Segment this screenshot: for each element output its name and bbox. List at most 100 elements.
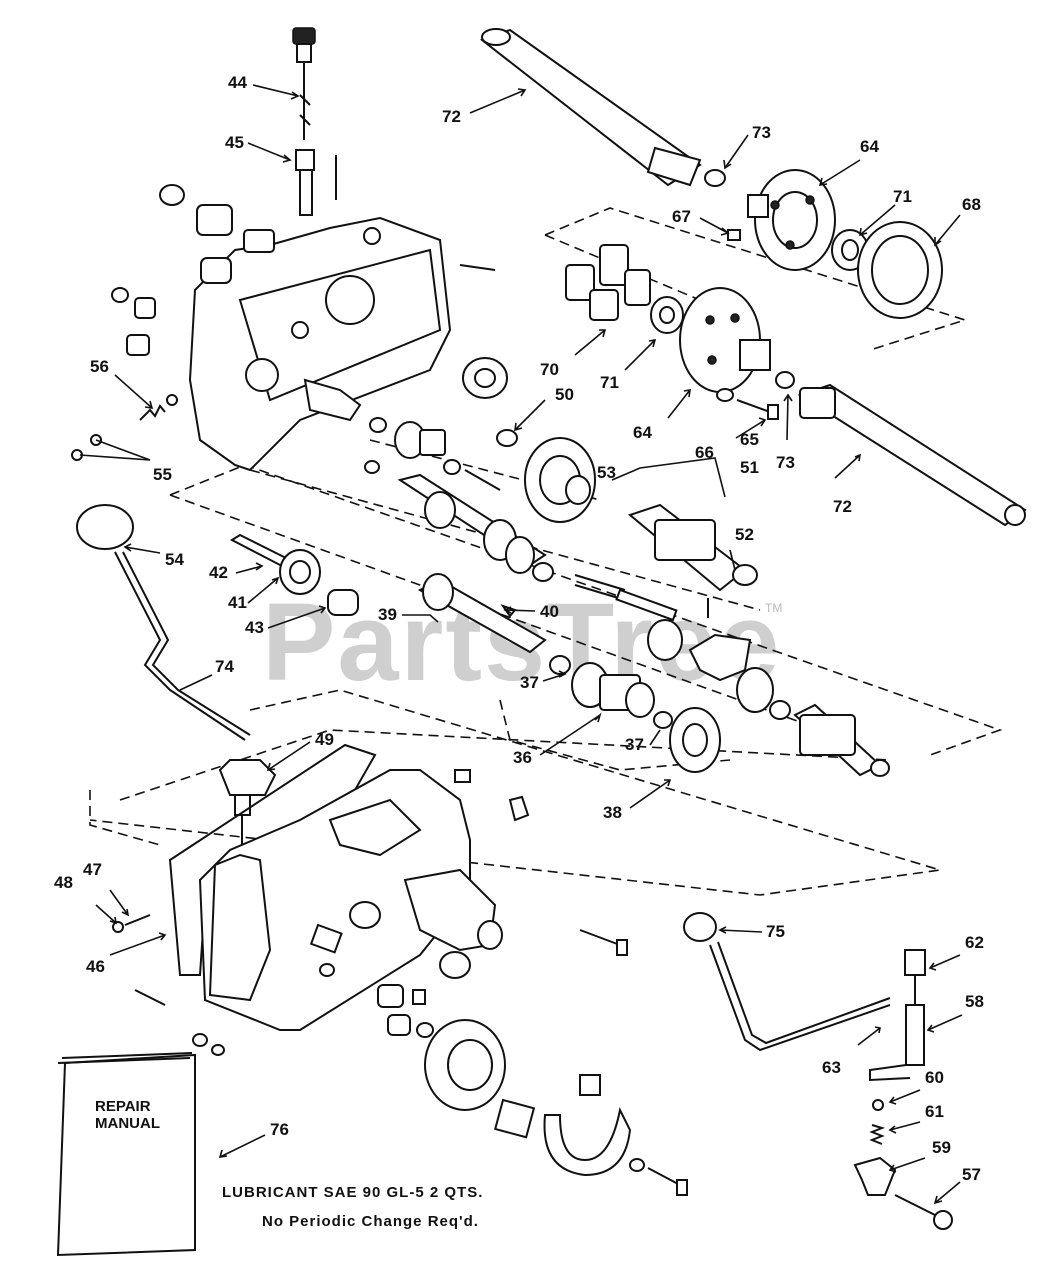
callout-54: 54 xyxy=(165,550,184,569)
washer-part-66 xyxy=(716,388,734,402)
gear-part-38 xyxy=(669,707,721,773)
callout-49: 49 xyxy=(315,730,334,749)
callout-40: 40 xyxy=(540,602,559,621)
lubricant-note: LUBRICANT SAE 90 GL-5 2 QTS. xyxy=(222,1184,483,1201)
callout-66: 66 xyxy=(695,443,714,462)
callout-76: 76 xyxy=(270,1120,289,1139)
axle-part-72-upper xyxy=(479,28,702,187)
watermark-trademark: TM xyxy=(765,601,782,615)
callout-45: 45 xyxy=(225,133,244,152)
spring-part-61 xyxy=(869,1124,886,1145)
callout-leader-lines xyxy=(79,84,963,1205)
snap-ring-part-73-lower xyxy=(775,371,795,389)
callout-61: 61 xyxy=(925,1102,944,1121)
bolt-part-47 xyxy=(124,914,151,926)
callout-73-lower: 73 xyxy=(776,453,795,472)
brake-disc xyxy=(424,1019,506,1111)
lever-arm-part-62 xyxy=(904,949,926,1005)
detent-spring-part-56 xyxy=(139,394,178,421)
bolt-part-57 xyxy=(894,1194,953,1230)
callout-47: 47 xyxy=(83,860,102,879)
callout-53: 53 xyxy=(597,463,616,482)
repair-manual-title-line2: MANUAL xyxy=(95,1115,160,1132)
gear-part-71-lower xyxy=(650,296,684,334)
upper-transaxle-housing xyxy=(188,216,508,472)
callout-55: 55 xyxy=(153,465,172,484)
snap-ring-part-73-upper xyxy=(704,169,726,187)
callout-73-upper: 73 xyxy=(752,123,771,142)
callout-43: 43 xyxy=(245,618,264,637)
callout-44: 44 xyxy=(228,73,247,92)
brake-pad xyxy=(494,1098,536,1139)
lower-transaxle-housing xyxy=(198,769,628,1031)
callout-68: 68 xyxy=(962,195,981,214)
callout-37-lower: 37 xyxy=(625,735,644,754)
differential-case-part-64-upper xyxy=(747,169,836,271)
repair-manual-part-76: REPAIR MANUAL xyxy=(56,1052,196,1257)
callout-37-upper: 37 xyxy=(520,673,539,692)
callout-71-lower: 71 xyxy=(600,373,619,392)
callout-65: 65 xyxy=(740,430,759,449)
brake-band xyxy=(543,1074,632,1177)
callout-50: 50 xyxy=(555,385,574,404)
callout-67: 67 xyxy=(672,207,691,226)
callout-58: 58 xyxy=(965,992,984,1011)
callout-46: 46 xyxy=(86,957,105,976)
lever-part-63 xyxy=(709,941,891,1052)
fitting-part-45 xyxy=(295,149,337,216)
callout-63: 63 xyxy=(822,1058,841,1077)
arm-part-59 xyxy=(853,1156,897,1196)
bushing-part-43 xyxy=(327,589,359,616)
callout-51: 51 xyxy=(740,458,759,477)
callout-72-upper: 72 xyxy=(442,107,461,126)
callout-39: 39 xyxy=(378,605,397,624)
gear-cluster-part-36 xyxy=(549,655,655,718)
callout-64-upper: 64 xyxy=(860,137,879,156)
shaft-part-51 xyxy=(627,503,758,592)
callout-56: 56 xyxy=(90,357,109,376)
brake-bolt xyxy=(629,1158,688,1196)
callout-52: 52 xyxy=(735,525,754,544)
repair-manual-title-line1: REPAIR xyxy=(95,1098,151,1115)
bolt-part-67 xyxy=(727,229,741,241)
callout-75: 75 xyxy=(766,922,785,941)
bushings-upper-left xyxy=(111,184,275,356)
callout-71-upper: 71 xyxy=(893,187,912,206)
callout-62: 62 xyxy=(965,933,984,952)
drain-plug-bushings xyxy=(134,963,434,1056)
shaft-part-39 xyxy=(417,573,547,654)
callout-59: 59 xyxy=(932,1138,951,1157)
gear-part-53 xyxy=(524,437,596,523)
knob-part-75 xyxy=(683,912,717,942)
callout-64-lower: 64 xyxy=(633,423,652,442)
pinion-gears-part-70 xyxy=(565,244,651,321)
callout-41: 41 xyxy=(228,593,247,612)
pin-part-42 xyxy=(229,533,292,568)
callout-38: 38 xyxy=(603,803,622,822)
boot-part-49 xyxy=(218,759,277,845)
shift-fork-assembly xyxy=(647,619,890,777)
callout-72-lower: 72 xyxy=(833,497,852,516)
cluster-shaft-assembly xyxy=(364,417,709,622)
callout-labels: 44 45 72 73 64 67 71 68 70 71 50 64 66 6… xyxy=(54,73,984,1184)
shift-rod-part-44 xyxy=(292,27,316,140)
callout-48: 48 xyxy=(54,873,73,892)
ring-gear-part-68 xyxy=(857,221,943,319)
screw-part-48 xyxy=(112,921,124,933)
shift-knob-part-54 xyxy=(76,504,134,550)
callout-36: 36 xyxy=(513,748,532,767)
axle-part-72-lower xyxy=(797,383,1027,527)
bearing-part-37 xyxy=(653,711,673,729)
callout-74: 74 xyxy=(215,657,234,676)
callout-57: 57 xyxy=(962,1165,981,1184)
callout-42: 42 xyxy=(209,563,228,582)
differential-case-part-64-lower xyxy=(679,287,771,393)
detent-balls-part-55 xyxy=(71,434,102,461)
gear-part-41 xyxy=(279,549,321,595)
callout-70: 70 xyxy=(540,360,559,379)
callout-60: 60 xyxy=(925,1068,944,1087)
change-interval-note: No Periodic Change Req'd. xyxy=(262,1213,479,1230)
ball-part-60 xyxy=(872,1099,884,1111)
shift-lever-part-74 xyxy=(114,551,251,741)
